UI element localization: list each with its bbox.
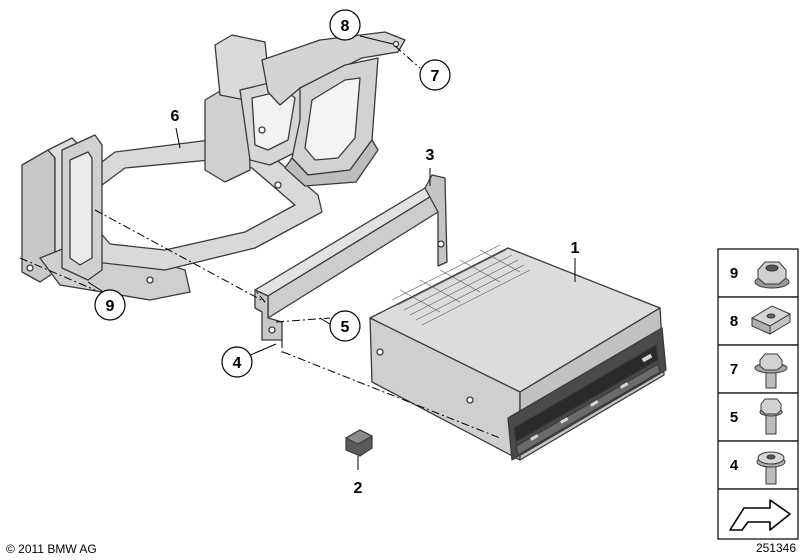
callout-4: 4 <box>221 346 253 378</box>
hex-flange-nut-icon <box>754 261 790 289</box>
callout-3: 3 <box>426 147 435 164</box>
legend-5-label: 5 <box>730 409 738 426</box>
legend-row-9[interactable]: 9 <box>730 261 790 289</box>
callout-3-label: 3 <box>426 147 435 164</box>
callout-8: 8 <box>329 9 361 41</box>
callout-7: 7 <box>419 59 451 91</box>
hex-bolt-icon <box>759 398 783 435</box>
copyright-text: © 2011 BMW AG <box>6 542 97 556</box>
callout-1: 1 <box>571 240 580 257</box>
legend-row-4[interactable]: 4 <box>730 451 786 485</box>
hex-bolt-with-washer-icon <box>754 353 788 389</box>
fastener-legend: 9 8 7 <box>717 248 799 540</box>
callout-6: 6 <box>171 108 180 125</box>
clip-nut-icon <box>750 305 792 335</box>
callout-1-label: 1 <box>571 240 580 257</box>
callout-9: 9 <box>94 289 126 321</box>
callout-6-label: 6 <box>171 108 180 125</box>
arrow-right-icon[interactable] <box>729 499 791 531</box>
callout-5-label: 5 <box>341 319 350 336</box>
callout-4-label: 4 <box>233 355 242 372</box>
legend-8-label: 8 <box>730 313 738 330</box>
callout-9-label: 9 <box>106 298 115 315</box>
legend-4-label: 4 <box>730 457 739 474</box>
callout-2: 2 <box>354 480 363 497</box>
dvd-changer-part-1[interactable] <box>369 244 667 461</box>
rubber-pad-part-2[interactable] <box>345 429 373 457</box>
legend-7-label: 7 <box>730 361 738 378</box>
callout-8-label: 8 <box>341 18 350 35</box>
callout-2-label: 2 <box>354 480 363 497</box>
callout-7-label: 7 <box>431 68 440 85</box>
bracket-frame-part-6[interactable] <box>21 31 406 301</box>
legend-row-7[interactable]: 7 <box>730 353 788 389</box>
legend-row-8[interactable]: 8 <box>730 305 792 335</box>
callout-5: 5 <box>329 310 361 342</box>
diagram-number: 251346 <box>756 541 796 555</box>
legend-row-5[interactable]: 5 <box>730 398 783 435</box>
torx-bolt-icon <box>756 451 786 485</box>
legend-9-label: 9 <box>730 265 738 282</box>
assembly-lines <box>19 45 501 439</box>
